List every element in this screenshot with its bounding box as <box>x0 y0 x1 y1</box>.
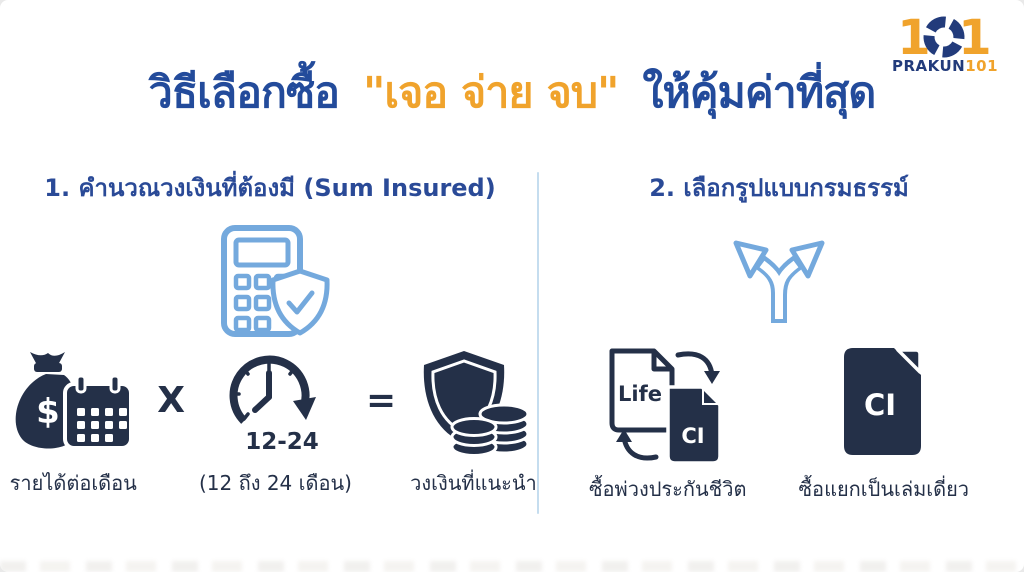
logo-zero-segmented-circle-icon <box>923 16 965 58</box>
option-standalone: CI ซื้อแยกเป็นเล่มเดี่ยว <box>798 341 969 505</box>
logo-brand-orange: 101 <box>965 57 998 74</box>
formula-income-group: $ รายได้ต่อเดือน <box>3 349 143 499</box>
sum-insured-formula: $ รายได้ต่อเดือน <box>10 349 537 499</box>
clock-12-24-icon: 12-24 <box>230 355 320 455</box>
equals-operator: = <box>365 380 397 421</box>
section-2-header: 2. เลือกรูปแบบกรมธรรม์ <box>649 174 909 202</box>
life-doc-label: Life <box>618 382 662 406</box>
fork-arrows-icon <box>733 240 825 323</box>
formula-result-group: วงเงินที่แนะนำ <box>410 349 537 499</box>
option-standalone-label: ซื้อแยกเป็นเล่มเดี่ยว <box>798 477 970 501</box>
page-title: วิธีเลือกซื้อ "เจอ จ่าย จบ" ให้คุ้มค่าที… <box>0 58 1024 126</box>
title-part2-highlight: "เจอ จ่าย จบ" <box>362 68 619 118</box>
title-part3: ให้คุ้มค่าที่สุด <box>642 68 876 118</box>
money-bag-calendar-icon: $ <box>15 352 134 450</box>
logo-101-icon: 1 1 PRAKUN101 <box>892 10 998 75</box>
months-label: (12 ถึง 24 เดือน) <box>198 471 352 495</box>
option-rider-label: ซื้อพ่วงประกันชีวิต <box>588 477 747 501</box>
svg-text:PRAKUN101: PRAKUN101 <box>892 57 998 74</box>
formula-months-group: 12-24 (12 ถึง 24 เดือน) <box>199 349 352 499</box>
option-rider: Life CI ซื้อพ่วงประกันชีวิต <box>588 341 747 505</box>
section-sum-insured: 1. คำนวณวงเงินที่ต้องมี (Sum Insured) <box>10 168 537 499</box>
section-policy-type: 2. เลือกรูปแบบกรมธรรม์ Life <box>548 168 1010 505</box>
dollar-sign: $ <box>36 392 60 432</box>
income-label: รายได้ต่อเดือน <box>9 471 137 495</box>
ci-doc-label: CI <box>681 424 704 448</box>
multiply-operator: X <box>157 380 185 421</box>
logo-brand-navy: PRAKUN <box>892 57 965 74</box>
ci-single-doc-label: CI <box>864 388 896 422</box>
life-ci-documents-icon: Life CI <box>609 348 722 465</box>
calculator-shield-icon <box>220 225 330 337</box>
logo-digit-right: 1 <box>958 10 991 66</box>
clock-range-text: 12-24 <box>246 429 320 455</box>
cropped-bottom-text <box>0 561 1024 572</box>
policy-options: Life CI ซื้อพ่วงประกันชีวิต <box>548 341 1010 505</box>
title-part1: วิธีเลือกซื้อ <box>148 68 340 118</box>
section-divider <box>537 172 539 514</box>
section-1-header: 1. คำนวณวงเงินที่ต้องมี (Sum Insured) <box>44 174 496 202</box>
prakun101-logo: 1 1 PRAKUN101 <box>880 8 1010 75</box>
recommended-sum-label: วงเงินที่แนะนำ <box>410 471 537 495</box>
ci-document-icon: CI <box>843 348 922 455</box>
shield-coins-icon <box>424 351 530 457</box>
